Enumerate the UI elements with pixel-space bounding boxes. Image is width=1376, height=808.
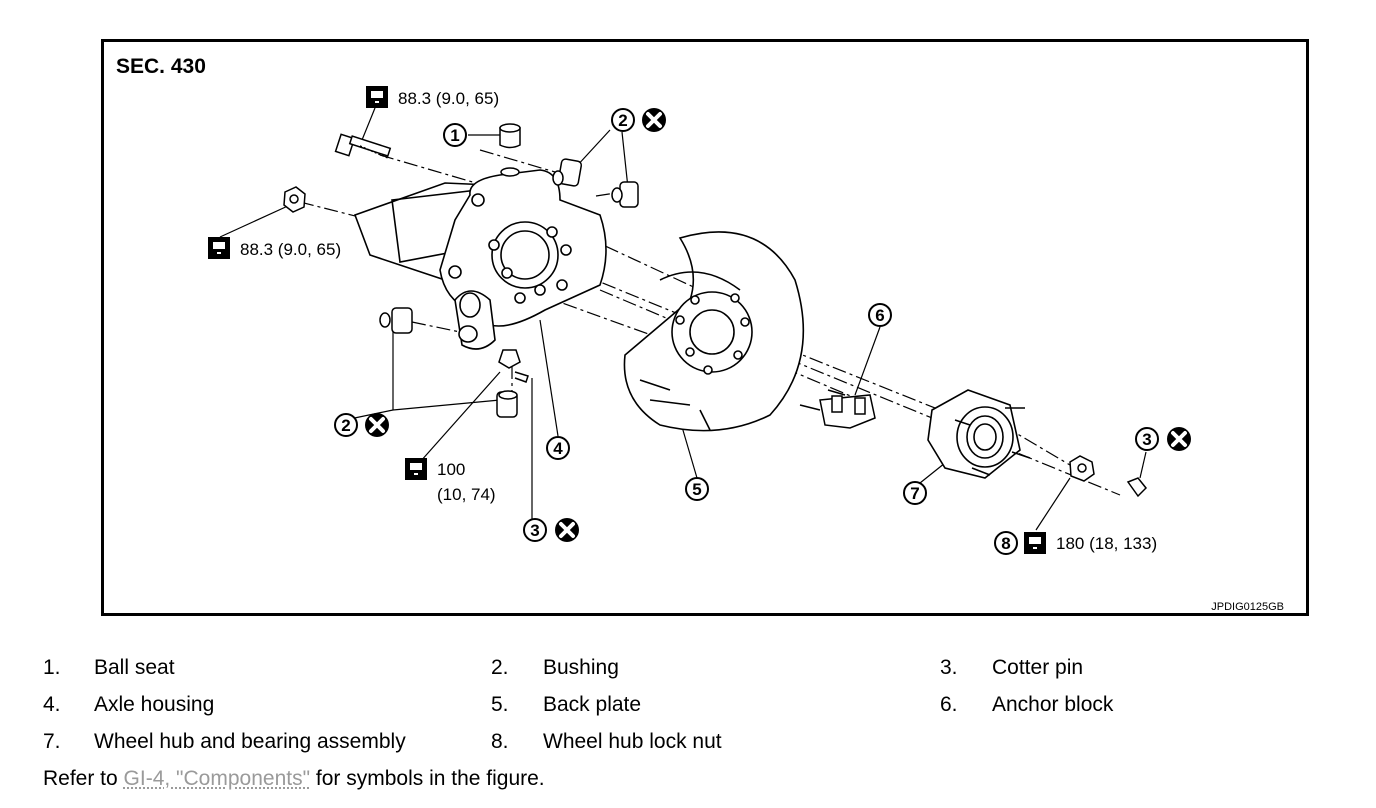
callout-2-bottom: 2 xyxy=(334,413,358,437)
svg-text:5: 5 xyxy=(692,480,701,499)
anchor-block xyxy=(799,389,876,429)
torque-wrench-icon xyxy=(1024,532,1046,554)
do-not-reuse-x-icon xyxy=(640,106,668,134)
callout-2-top: 2 xyxy=(611,108,635,132)
cotter-pin-right xyxy=(1126,477,1148,498)
legend-number: 6. xyxy=(940,693,958,716)
do-not-reuse-x-icon xyxy=(1165,425,1193,453)
legend-text: Bushing xyxy=(543,656,619,679)
legend-text: Ball seat xyxy=(94,656,175,679)
torque-nut-left: 88.3 (9.0, 65) xyxy=(240,240,341,259)
refer-prefix: Refer to xyxy=(43,767,124,790)
figure-code: JPDIG0125GB xyxy=(1211,601,1284,613)
legend-number: 1. xyxy=(43,656,61,679)
bushings xyxy=(379,158,639,418)
axle-housing xyxy=(353,169,607,350)
svg-text:8: 8 xyxy=(1001,534,1010,553)
knuckle-nut xyxy=(283,186,306,213)
ball-seat xyxy=(499,123,521,177)
callout-3-right: 3 xyxy=(1135,427,1159,451)
torque-lock-nut: 180 (18, 133) xyxy=(1056,534,1157,553)
svg-text:3: 3 xyxy=(530,521,539,540)
callout-4: 4 xyxy=(546,436,570,460)
section-label: SEC. 430 xyxy=(116,55,206,78)
callout-5: 5 xyxy=(685,477,709,501)
torque-wrench-icon xyxy=(366,86,388,108)
legend-number: 2. xyxy=(491,656,509,679)
cotter-pin-lower xyxy=(514,371,529,383)
back-plate xyxy=(623,231,805,432)
wheel-hub-assembly xyxy=(927,389,1031,479)
components-link[interactable]: GI-4, "Components" xyxy=(123,767,311,790)
legend-number: 5. xyxy=(491,693,509,716)
do-not-reuse-x-icon xyxy=(553,516,581,544)
legend-text: Wheel hub and bearing assembly xyxy=(94,730,406,753)
svg-text:1: 1 xyxy=(450,126,459,145)
svg-text:6: 6 xyxy=(875,306,884,325)
exploded-view-diagram: SEC. 430 xyxy=(116,55,1284,613)
callout-8: 8 xyxy=(994,531,1018,555)
refer-note: Refer to GI-4, "Components" for symbols … xyxy=(43,767,545,791)
svg-text:7: 7 xyxy=(910,484,919,503)
callout-7: 7 xyxy=(903,481,927,505)
svg-text:2: 2 xyxy=(618,111,627,130)
callout-6: 6 xyxy=(868,303,892,327)
wheel-hub-lock-nut xyxy=(1069,455,1095,482)
torque-lower-line1: 100 xyxy=(437,460,465,479)
refer-suffix: for symbols in the figure. xyxy=(310,767,545,790)
torque-lower-line2: (10, 74) xyxy=(437,485,496,504)
torque-bolt-top: 88.3 (9.0, 65) xyxy=(398,89,499,108)
legend-text: Wheel hub lock nut xyxy=(543,730,722,753)
legend-number: 8. xyxy=(491,730,509,753)
torque-wrench-icon xyxy=(208,237,230,259)
do-not-reuse-x-icon xyxy=(363,411,391,439)
svg-text:4: 4 xyxy=(553,439,563,458)
legend-number: 4. xyxy=(43,693,61,716)
callout-3-bottom: 3 xyxy=(523,518,547,542)
legend-text: Back plate xyxy=(543,693,642,716)
legend-text: Anchor block xyxy=(992,693,1114,716)
knuckle-bolt xyxy=(334,133,392,159)
callout-1: 1 xyxy=(443,123,467,147)
legend-text: Axle housing xyxy=(94,693,215,716)
torque-wrench-icon xyxy=(405,458,427,480)
svg-text:2: 2 xyxy=(341,416,350,435)
legend-number: 3. xyxy=(940,656,958,679)
legend-number: 7. xyxy=(43,730,61,753)
svg-text:3: 3 xyxy=(1142,430,1151,449)
legend-text: Cotter pin xyxy=(992,656,1084,679)
